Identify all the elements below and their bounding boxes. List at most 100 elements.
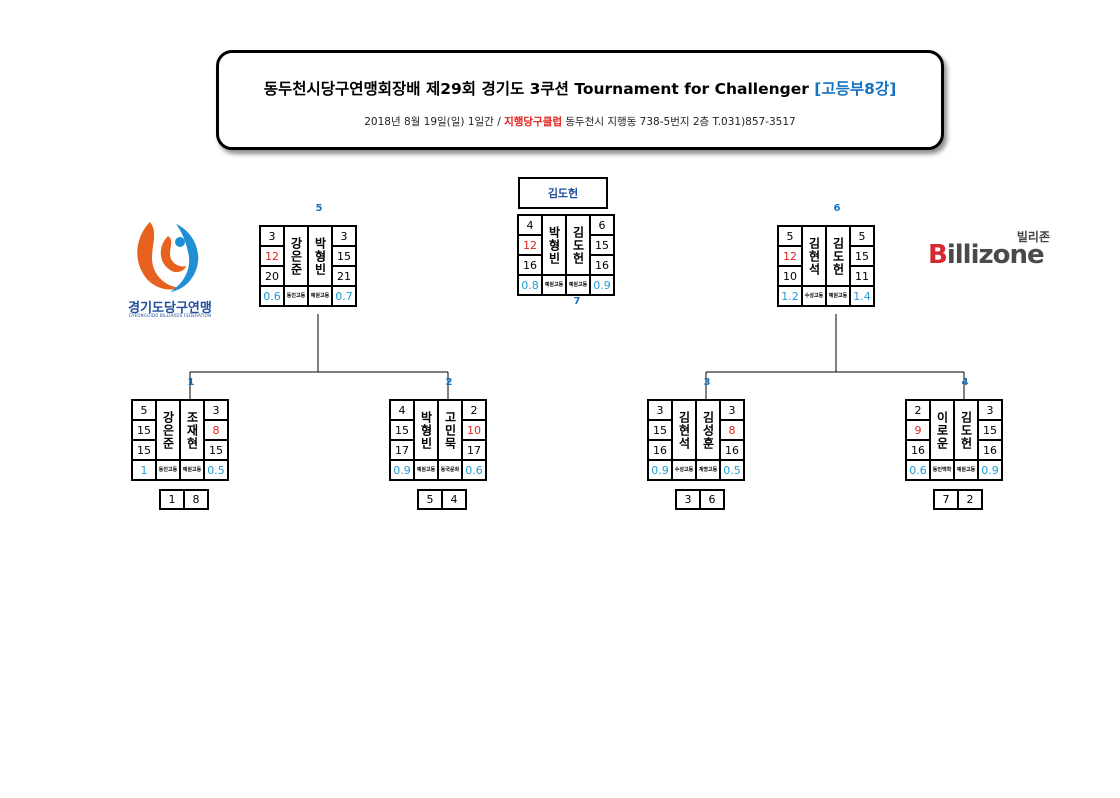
p2-average: 0.7 [332, 286, 356, 306]
federation-logo-subtext: GYEONGGIDO BILLIARDS FEDERATION [128, 313, 212, 318]
p1-name: 이로운 [930, 400, 954, 460]
bracket-seed: 4 [442, 490, 466, 509]
p2-seed: 3 [204, 400, 228, 420]
club-address: 동두천시 지행동 738-5번지 2층 T.031)857-3517 [565, 116, 796, 128]
p2-school: 예원고등 [826, 286, 850, 306]
federation-logo-icon [137, 222, 199, 292]
p2-score: 15 [590, 235, 614, 255]
p1-seed: 3 [260, 226, 284, 246]
p1-seed: 5 [132, 400, 156, 420]
p2-school: 예원고등 [308, 286, 332, 306]
p1-seed: 2 [906, 400, 930, 420]
champion-box: 김도헌 [518, 177, 608, 209]
billizone-initial: B [928, 240, 948, 270]
event-date: 2018년 8월 19일(일) 1일간 / [364, 116, 501, 128]
match-number: 1 [187, 377, 195, 388]
p1-name: 김현석 [802, 226, 826, 286]
p2-seed: 6 [590, 215, 614, 235]
bracket-seed: 6 [700, 490, 724, 509]
p2-seed: 3 [720, 400, 744, 420]
bracket-seed: 7 [934, 490, 958, 509]
p1-school: 수성고등 [802, 286, 826, 306]
p1-score: 12 [778, 246, 802, 266]
bracket-seed: 1 [160, 490, 184, 509]
p1-name: 박형빈 [542, 215, 566, 275]
p2-innings: 16 [720, 440, 744, 460]
p1-average: 1.2 [778, 286, 802, 306]
p2-score: 15 [332, 246, 356, 266]
p1-average: 0.6 [906, 460, 930, 480]
p1-name: 김현석 [672, 400, 696, 460]
p2-average: 1.4 [850, 286, 874, 306]
billizone-wordmark: Billizone [928, 240, 1045, 270]
bracket-seed: 3 [676, 490, 700, 509]
p1-score: 15 [132, 420, 156, 440]
p1-seed: 3 [648, 400, 672, 420]
p1-seed: 4 [390, 400, 414, 420]
p2-name: 고민묵 [438, 400, 462, 460]
bracket-seed: 5 [418, 490, 442, 509]
header-box: 동두천시당구연맹회장배 제29회 경기도 3쿠션 Tournament for … [216, 50, 944, 150]
p2-score: 10 [462, 420, 486, 440]
p2-innings: 17 [462, 440, 486, 460]
p1-name: 박형빈 [414, 400, 438, 460]
p2-seed: 2 [462, 400, 486, 420]
p1-score: 12 [518, 235, 542, 255]
club-name: 지행당구클럽 [504, 116, 563, 128]
p1-innings: 15 [132, 440, 156, 460]
p1-school: 동진고등 [284, 286, 308, 306]
p2-seed: 3 [332, 226, 356, 246]
p1-score: 15 [390, 420, 414, 440]
p2-innings: 11 [850, 266, 874, 286]
p1-score: 12 [260, 246, 284, 266]
p1-school: 예원고등 [542, 275, 566, 295]
p2-name: 김성훈 [696, 400, 720, 460]
title-text: 동두천시당구연맹회장배 제29회 경기도 3쿠션 Tournament for … [263, 80, 809, 98]
p1-innings: 10 [778, 266, 802, 286]
p1-name: 강은준 [156, 400, 180, 460]
p2-innings: 15 [204, 440, 228, 460]
event-info: 2018년 8월 19일(일) 1일간 / 지행당구클럽 동두천시 지행동 73… [219, 114, 941, 129]
p2-name: 조재현 [180, 400, 204, 460]
p1-name: 강은준 [284, 226, 308, 286]
p1-average: 1 [132, 460, 156, 480]
match-number: 7 [573, 296, 581, 307]
p2-innings: 16 [978, 440, 1002, 460]
p2-average: 0.6 [462, 460, 486, 480]
p1-school: 예원고등 [414, 460, 438, 480]
p1-score: 15 [648, 420, 672, 440]
p2-score: 15 [850, 246, 874, 266]
p2-school: 예원고등 [954, 460, 978, 480]
match-number: 2 [445, 377, 453, 388]
p2-school: 동국문화 [438, 460, 462, 480]
p2-score: 15 [978, 420, 1002, 440]
p2-average: 0.5 [204, 460, 228, 480]
p2-name: 김도헌 [826, 226, 850, 286]
p2-name: 김도헌 [566, 215, 590, 275]
p1-average: 0.8 [518, 275, 542, 295]
federation-logo-text: 경기도당구연맹 [128, 301, 212, 316]
p2-average: 0.9 [590, 275, 614, 295]
p1-average: 0.9 [390, 460, 414, 480]
p2-score: 8 [204, 420, 228, 440]
p1-innings: 17 [390, 440, 414, 460]
p1-seed: 5 [778, 226, 802, 246]
p2-average: 0.9 [978, 460, 1002, 480]
p1-innings: 16 [906, 440, 930, 460]
p2-name: 김도헌 [954, 400, 978, 460]
bracket-seed: 2 [958, 490, 982, 509]
p1-seed: 4 [518, 215, 542, 235]
tournament-title: 동두천시당구연맹회장배 제29회 경기도 3쿠션 Tournament for … [219, 77, 941, 99]
p2-seed: 5 [850, 226, 874, 246]
p1-school: 수성고등 [672, 460, 696, 480]
p2-name: 박형빈 [308, 226, 332, 286]
